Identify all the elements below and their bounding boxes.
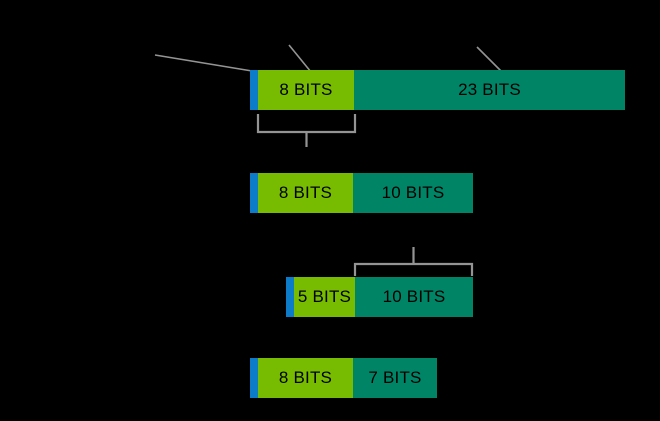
row-4-prefix-segment	[250, 358, 258, 398]
row-2-host-segment: 10 BITS	[353, 173, 473, 213]
leader-to-teal-segment	[476, 46, 502, 72]
leader-to-prefix	[154, 54, 253, 72]
row-1-network-segment: 8 BITS	[258, 70, 354, 110]
bitfield-row-3: 5 BITS 10 BITS	[286, 277, 473, 317]
bitfield-row-4: 8 BITS 7 BITS	[250, 358, 437, 398]
row-2-network-segment: 8 BITS	[258, 173, 353, 213]
row-1-prefix-segment	[250, 70, 258, 110]
bitfield-row-2: 8 BITS 10 BITS	[250, 173, 473, 213]
row-1-host-segment: 23 BITS	[354, 70, 625, 110]
row-3-host-segment: 10 BITS	[355, 277, 473, 317]
leader-to-green-segment	[288, 44, 312, 73]
row-2-prefix-segment	[250, 173, 258, 213]
leader-lines-group	[154, 44, 502, 73]
row-3-network-segment: 5 BITS	[294, 277, 355, 317]
brace-above-row-3	[353, 247, 474, 276]
bitfield-row-1: 8 BITS 23 BITS	[250, 70, 625, 110]
row-4-host-segment: 7 BITS	[353, 358, 437, 398]
row-4-network-segment: 8 BITS	[258, 358, 353, 398]
row-3-prefix-segment	[286, 277, 294, 317]
brace-below-row-1	[256, 114, 357, 147]
